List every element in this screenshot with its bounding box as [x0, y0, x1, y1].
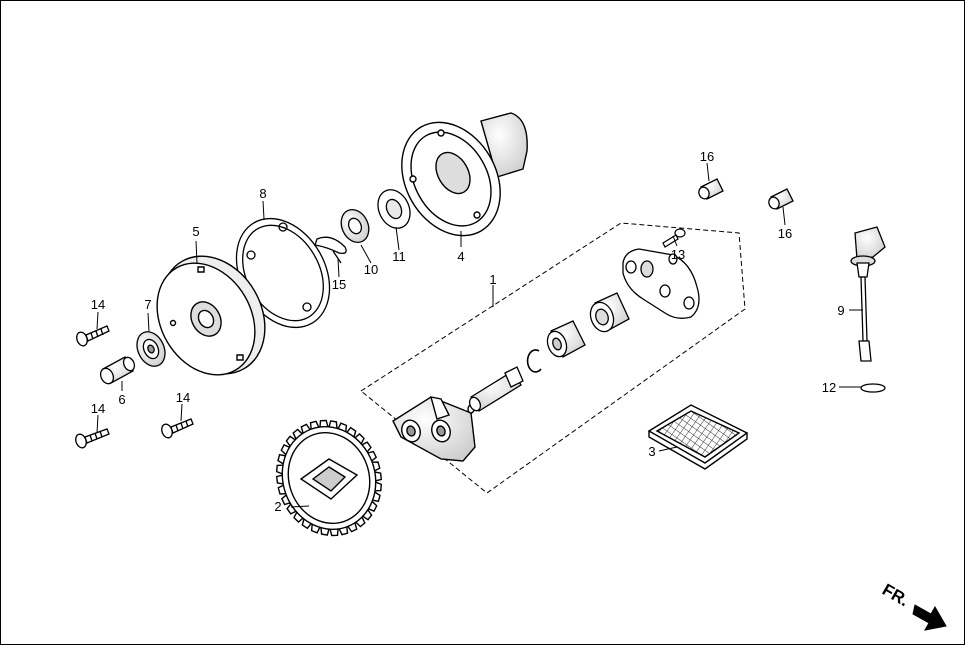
callout-1: 1 [489, 272, 496, 287]
part-9-dipstick [851, 227, 885, 361]
callout-7: 7 [144, 297, 151, 312]
front-direction-marker: FR. [879, 580, 947, 631]
callout-3: 3 [648, 444, 655, 459]
part-14-screw-b [74, 429, 109, 449]
part-1-cover-plate [623, 249, 699, 318]
callout-14c: 14 [176, 390, 190, 405]
leader-lines [96, 162, 863, 508]
callout-11: 11 [392, 249, 406, 264]
callout-4: 4 [457, 249, 464, 264]
front-arrow-icon [912, 604, 947, 631]
part-14-screw-c [160, 419, 193, 439]
callout-10: 10 [364, 262, 378, 277]
callout-8: 8 [259, 186, 266, 201]
part-14-screw-a [75, 326, 109, 347]
callout-12: 12 [822, 380, 836, 395]
callout-14b: 14 [91, 401, 105, 416]
part-5-pump-plate [138, 237, 286, 392]
part-16-dowel-b [767, 189, 793, 211]
part-12-o-ring [861, 384, 885, 392]
part-1-outer-rotor [587, 293, 629, 335]
assembly-outline [360, 222, 746, 494]
front-label: FR. [879, 580, 912, 610]
part-6-pin [98, 356, 136, 386]
callout-2: 2 [274, 499, 281, 514]
callout-9: 9 [837, 303, 844, 318]
part-2-drive-gear [268, 413, 390, 542]
part-7-spring-cap [132, 327, 171, 371]
part-15-clip [315, 237, 346, 263]
callout-16a: 16 [700, 149, 714, 164]
part-10-nut [336, 205, 374, 247]
part-4-pump-cover [382, 105, 527, 254]
callout-5: 5 [192, 224, 199, 239]
callouts: 1 2 3 4 5 6 7 8 9 10 11 12 13 14 14 14 1… [91, 149, 845, 514]
part-1-inner-rotor [544, 321, 585, 359]
part-1-shaft [468, 367, 523, 412]
callout-6: 6 [118, 392, 125, 407]
callout-13: 13 [671, 247, 685, 262]
part-1-circlip [528, 350, 541, 372]
callout-16b: 16 [778, 226, 792, 241]
part-3-strainer [649, 405, 747, 469]
part-1-pump-body [393, 397, 475, 461]
callout-15: 15 [332, 277, 346, 292]
callout-14a: 14 [91, 297, 105, 312]
part-16-dowel-a [697, 179, 723, 201]
part-11-washer [372, 185, 416, 234]
